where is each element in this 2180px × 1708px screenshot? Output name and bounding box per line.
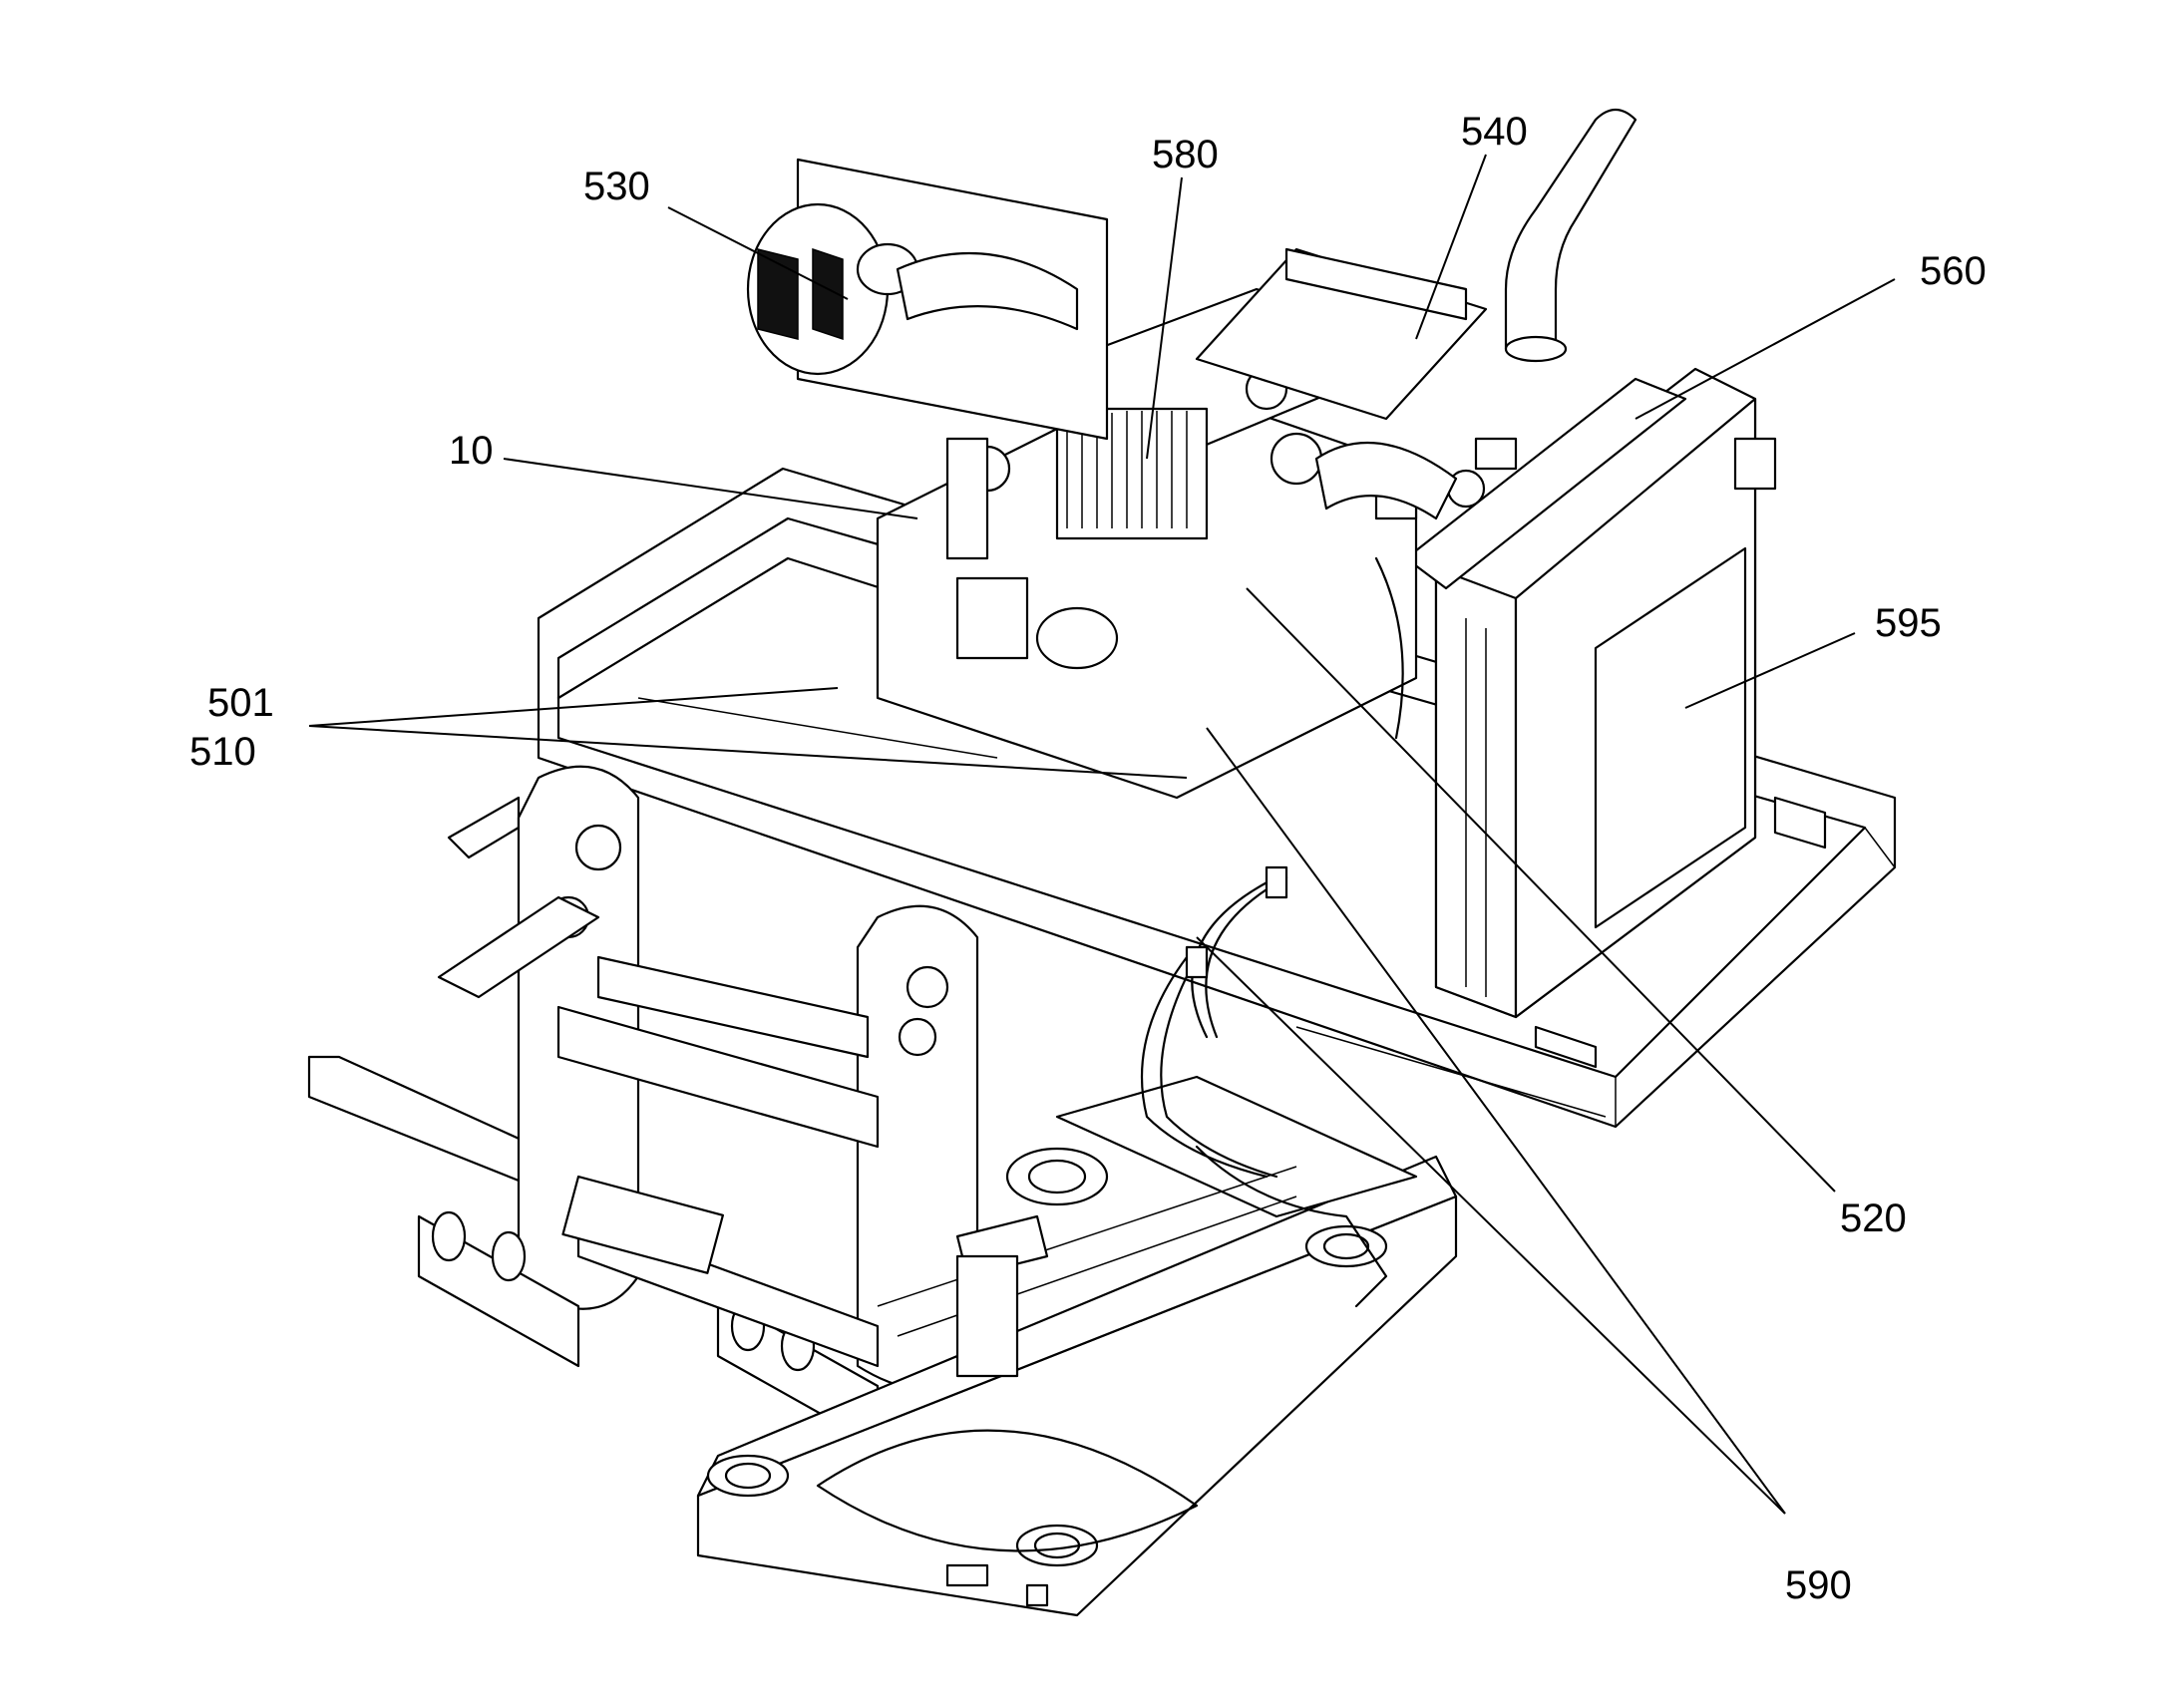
- leader-595: [1684, 632, 1856, 709]
- front-sub-frame: [696, 1075, 1458, 1617]
- label-520: 520: [1840, 1196, 1907, 1240]
- leader-10: [503, 458, 918, 519]
- leader-530: [667, 206, 849, 300]
- label-510: 510: [189, 730, 256, 774]
- reference-labels: 530 580 540 560 10 595 501 510 520 590: [189, 110, 1987, 1607]
- label-10: 10: [449, 429, 494, 473]
- radiator-assembly: [1404, 367, 1777, 1019]
- leader-560: [1635, 278, 1896, 420]
- air-filter: [746, 158, 1109, 441]
- leader-540: [1415, 154, 1487, 340]
- leader-501-b: [308, 725, 1188, 779]
- leader-590-b: [1196, 936, 1786, 1515]
- hoses: [1141, 865, 1388, 1308]
- leader-520: [1246, 587, 1836, 1193]
- exhaust-pipe: [1195, 108, 1637, 421]
- leader-lines: [308, 154, 1896, 1515]
- label-560: 560: [1920, 249, 1987, 293]
- label-595: 595: [1875, 601, 1942, 645]
- boom-mount-structure: [307, 765, 979, 1448]
- label-540: 540: [1461, 110, 1528, 154]
- label-590: 590: [1785, 1563, 1852, 1607]
- leader-580: [1146, 176, 1183, 460]
- leader-501-a: [308, 687, 839, 727]
- label-501: 501: [207, 681, 274, 725]
- label-530: 530: [583, 165, 650, 208]
- label-580: 580: [1152, 133, 1219, 176]
- leader-590-a: [1206, 727, 1786, 1515]
- engine-cooling-fins: [1066, 411, 1188, 528]
